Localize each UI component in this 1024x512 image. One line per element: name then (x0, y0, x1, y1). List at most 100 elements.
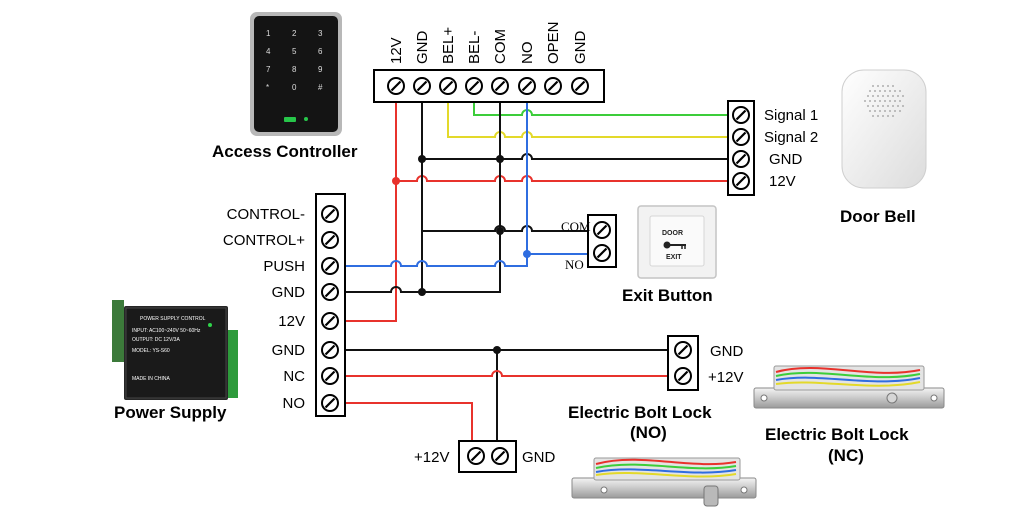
junction-gnd-1 (418, 155, 426, 163)
exit-plate-bottom: EXIT (666, 254, 682, 261)
lock-nc-terminal-gnd: GND (710, 343, 744, 360)
exit-plate-top: DOOR (662, 230, 683, 237)
ps-terminal-label: GND (272, 342, 306, 359)
bell-speaker-hole (872, 85, 874, 87)
wire-red-nc-lock (345, 370, 668, 377)
ps-terminal-label: CONTROL- (227, 206, 305, 223)
bell-speaker-hole (894, 100, 896, 102)
keypad-key: 7 (266, 65, 271, 74)
ps-terminal-screw (320, 230, 340, 250)
bell-speaker-hole (902, 95, 904, 97)
ps-device-input: INPUT: AC100~240V 50~60Hz (132, 328, 201, 334)
ps-terminal-label: NO (283, 395, 306, 412)
bell-speaker-hole (887, 105, 889, 107)
bell-terminal-screw (731, 105, 751, 125)
bell-speaker-hole (899, 110, 901, 112)
bell-speaker-hole (882, 105, 884, 107)
bell-speaker-hole (882, 85, 884, 87)
ps-terminal-label: NC (283, 368, 305, 385)
bell-speaker-hole (887, 115, 889, 117)
ps-terminal-screw (320, 282, 340, 302)
exit-terminal-label-no: NO (565, 257, 584, 272)
lock-no-title-line2: (NO) (630, 423, 667, 442)
bell-speaker-hole (899, 90, 901, 92)
lock-no-terminal-12v: +12V (414, 449, 449, 466)
ps-terminal-label: PUSH (263, 258, 305, 275)
bell-speaker-hole (884, 110, 886, 112)
wires (345, 98, 730, 440)
bell-speaker-hole (867, 105, 869, 107)
lock-no-title-line1: Electric Bolt Lock (568, 403, 712, 422)
bell-speaker-hole (867, 95, 869, 97)
controller-terminal-screw (570, 76, 590, 96)
bell-speaker-hole (882, 95, 884, 97)
ps-device-origin: MADE IN CHINA (132, 376, 170, 382)
bell-speaker-hole (877, 85, 879, 87)
exit-button-title: Exit Button (622, 286, 713, 305)
ps-device-output: OUTPUT: DC 12V/3A (132, 337, 180, 343)
bell-speaker-hole (887, 95, 889, 97)
controller-terminal-label: OPEN (545, 21, 562, 64)
keypad-key: 8 (292, 65, 297, 74)
keypad-key: 4 (266, 47, 271, 56)
bell-terminal-block (727, 100, 755, 196)
keypad-key: * (266, 83, 269, 92)
ps-device-header: POWER SUPPLY CONTROL (140, 316, 206, 322)
bell-speaker-hole (892, 85, 894, 87)
keypad-key: 2 (292, 29, 297, 38)
ps-device-model: MODEL: YS-S60 (132, 348, 170, 354)
ps-terminal-screw (320, 340, 340, 360)
access-controller-title: Access Controller (212, 142, 358, 161)
exit-terminal-label-com: COM (561, 219, 591, 234)
lock-no-terminal-block (458, 440, 517, 473)
keypad-key: 6 (318, 47, 323, 56)
lock-nc-title-line2: (NC) (828, 446, 864, 465)
ps-terminal-label: 12V (278, 313, 305, 330)
bell-device (841, 69, 927, 189)
ps-terminal-label: GND (272, 284, 306, 301)
junction-gnd-2 (418, 288, 426, 296)
bell-speaker-hole (877, 115, 879, 117)
bell-speaker-hole (879, 90, 881, 92)
bell-speaker-hole (889, 110, 891, 112)
keypad-key: 9 (318, 65, 323, 74)
bell-speaker-hole (869, 110, 871, 112)
bell-speaker-hole (889, 90, 891, 92)
controller-terminal-screw (490, 76, 510, 96)
controller-terminal-label: NO (519, 42, 536, 65)
lock-no-device (571, 457, 757, 507)
keypad-key: 3 (318, 29, 323, 38)
exit-terminal-block (587, 214, 617, 268)
bell-speaker-hole (877, 95, 879, 97)
bell-terminal-screw (731, 171, 751, 191)
bell-speaker-hole (892, 95, 894, 97)
power-supply: CONTROL- CONTROL+ PUSH GND 12V GND NC NO POWER … (112, 193, 346, 422)
key-icon (663, 241, 686, 249)
bolt-lock-no: +12V GND Electric Bolt Lock (NO) (414, 403, 757, 507)
ps-terminal-screw (320, 311, 340, 331)
bell-speaker-hole (877, 105, 879, 107)
bell-speaker-hole (887, 85, 889, 87)
bell-speaker-hole (892, 105, 894, 107)
door-bell-title: Door Bell (840, 207, 916, 226)
ps-terminal-screw (320, 393, 340, 413)
lock-nc-device (753, 365, 945, 409)
controller-terminal-label: 12V (388, 37, 405, 64)
bell-speaker-hole (874, 100, 876, 102)
controller-terminal-screw (386, 76, 406, 96)
bell-speaker-hole (879, 110, 881, 112)
lock-nc-terminal-12v: +12V (708, 369, 743, 386)
ps-terminal-screw (320, 366, 340, 386)
lock-nc-title-line1: Electric Bolt Lock (765, 425, 909, 444)
ps-terminal-screw (320, 256, 340, 276)
bell-speaker-hole (902, 105, 904, 107)
bell-speaker-hole (889, 100, 891, 102)
controller-terminal-screw (517, 76, 537, 96)
bell-speaker-hole (879, 100, 881, 102)
ps-terminal-label: CONTROL+ (223, 232, 305, 249)
bell-speaker-hole (897, 105, 899, 107)
